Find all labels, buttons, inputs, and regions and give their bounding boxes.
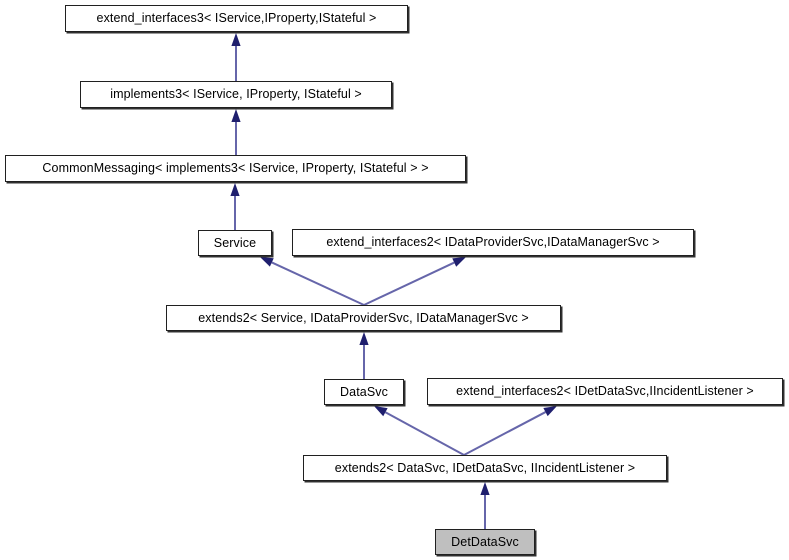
class-node-extend_interfaces2_det[interactable]: extend_interfaces2< IDetDataSvc,IInciden… — [427, 378, 783, 405]
class-node-label: DataSvc — [340, 384, 388, 399]
class-node-label: extends2< DataSvc, IDetDataSvc, IInciden… — [334, 460, 636, 475]
inheritance-arrowhead — [452, 257, 466, 267]
class-node-extends2_datasvc[interactable]: extends2< DataSvc, IDetDataSvc, IInciden… — [303, 455, 667, 481]
inheritance-arrowhead — [231, 33, 241, 46]
class-node-datasvc[interactable]: DataSvc — [324, 379, 404, 405]
class-node-detdatasvc[interactable]: DetDataSvc — [435, 529, 535, 555]
class-node-service[interactable]: Service — [198, 230, 272, 256]
inheritance-arrowhead — [543, 406, 557, 417]
class-node-label: extend_interfaces2< IDetDataSvc,IInciden… — [456, 384, 754, 399]
inheritance-arrowhead — [359, 332, 369, 345]
class-node-extend_interfaces3[interactable]: extend_interfaces3< IService,IProperty,I… — [65, 5, 408, 32]
class-node-extends2_service[interactable]: extends2< Service, IDataProviderSvc, IDa… — [166, 305, 561, 331]
inheritance-arrowhead — [260, 257, 274, 267]
class-node-label: extends2< Service, IDataProviderSvc, IDa… — [198, 310, 529, 325]
inheritance-edge — [363, 261, 455, 306]
inheritance-edge — [463, 411, 546, 456]
class-node-label: CommonMessaging< implements3< IService, … — [42, 161, 429, 176]
inheritance-arrowhead — [231, 109, 241, 122]
class-node-label: extend_interfaces3< IService,IProperty,I… — [96, 11, 377, 26]
inheritance-arrowhead — [374, 406, 388, 417]
inheritance-edge — [271, 261, 365, 306]
inheritance-arrowhead — [480, 482, 490, 495]
inheritance-arrowhead — [230, 183, 240, 196]
class-node-label: Service — [213, 235, 257, 250]
class-node-common_messaging[interactable]: CommonMessaging< implements3< IService, … — [5, 155, 466, 182]
class-node-label: extend_interfaces2< IDataProviderSvc,IDa… — [326, 235, 660, 250]
class-node-extend_interfaces2_provider[interactable]: extend_interfaces2< IDataProviderSvc,IDa… — [292, 229, 694, 256]
inheritance-edge — [384, 411, 465, 456]
class-node-label: implements3< IService, IProperty, IState… — [110, 87, 362, 102]
class-node-implements3[interactable]: implements3< IService, IProperty, IState… — [80, 81, 392, 108]
class-node-label: DetDataSvc — [451, 534, 519, 549]
